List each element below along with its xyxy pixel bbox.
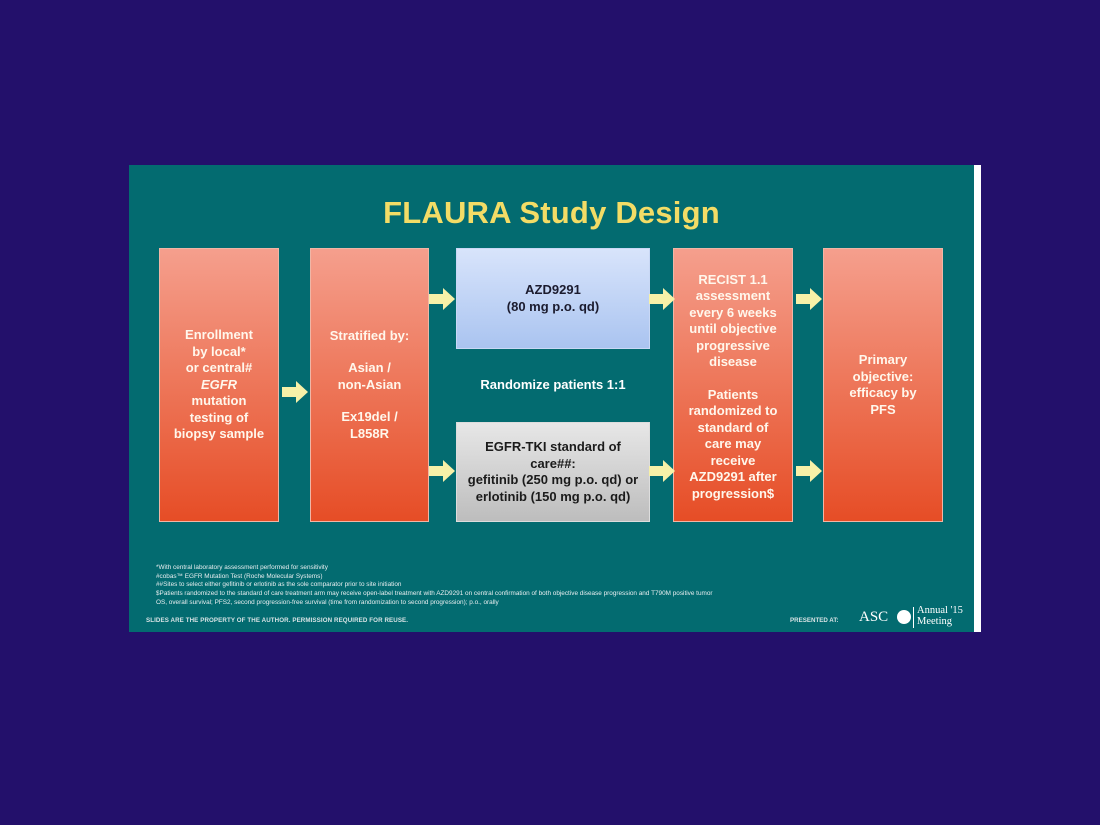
footnotes: *With central laboratory assessment perf… <box>156 564 713 608</box>
arrow-right-icon <box>429 460 455 482</box>
box-line: Primary <box>858 352 908 367</box>
box-line: randomized to <box>688 403 778 419</box>
box-line: mutation <box>191 393 247 409</box>
footnote: ##Sites to select either gefitinib or er… <box>156 581 402 589</box>
box-line: Patients <box>707 386 759 402</box>
box-line: non-Asian <box>337 376 402 392</box>
arrow-right-icon <box>796 460 822 482</box>
box-line: RECIST 1.1 <box>698 271 768 287</box>
box-line: standard of <box>697 419 769 435</box>
box-line: every 6 weeks <box>689 304 777 320</box>
box-line: Enrollment <box>185 327 253 343</box>
box-line: receive <box>710 452 756 468</box>
slide-title: FLAURA Study Design <box>383 195 720 230</box>
box-line: objective: <box>852 368 914 384</box>
azd9291-box: AZD9291(80 mg p.o. qd) <box>456 248 650 349</box>
footnote: OS, overall survival; PFS2, second progr… <box>156 598 499 606</box>
randomize-label: Randomize patients 1:1 <box>480 377 626 392</box>
asco-logo-text: ASC <box>859 609 889 625</box>
slide-edge <box>974 165 981 632</box>
box-line: AZD9291 <box>525 282 581 297</box>
box-line: care may <box>704 436 762 452</box>
arrow-right-icon <box>429 288 455 310</box>
box-line: PFS <box>870 401 896 417</box>
box-line: erlotinib (150 mg p.o. qd) <box>475 488 631 504</box>
box-line: disease <box>709 354 757 370</box>
box-line: biopsy sample <box>173 426 265 442</box>
box-line: or central# <box>185 360 253 376</box>
box-line: EGFR-TKI standard of care##: <box>485 439 621 471</box>
footnote: #cobas™ EGFR Mutation Test (Roche Molecu… <box>156 572 323 580</box>
box-line: by local* <box>192 343 246 359</box>
arrow-right-icon <box>649 288 675 310</box>
arrow-right-icon <box>796 288 822 310</box>
annual-label: Annual '15 <box>917 605 963 616</box>
box-line: (80 mg p.o. qd) <box>506 298 600 314</box>
box-line: until objective <box>689 321 777 337</box>
asco-logo-icon <box>897 610 911 624</box>
property-notice: SLIDES ARE THE PROPERTY OF THE AUTHOR. P… <box>146 617 409 624</box>
box-line: progressive <box>696 337 770 353</box>
box-line: efficacy by <box>849 385 917 400</box>
presented-at-label: PRESENTED AT: <box>790 617 839 624</box>
box-line: progression$ <box>691 485 775 501</box>
box-line: EGFR <box>200 376 238 392</box>
box-line: assessment <box>695 288 771 304</box>
box-line: Ex19del / <box>341 409 398 425</box>
footnote: *With central laboratory assessment perf… <box>156 564 328 571</box>
box-line: Asian / <box>348 360 391 376</box>
logo-divider <box>913 607 914 628</box>
meeting-label: Meeting <box>917 615 952 627</box>
footnote: $Patients randomized to the standard of … <box>156 590 713 598</box>
arrow-right-icon <box>649 460 675 482</box>
box-line: testing of <box>189 409 249 425</box>
box-line: gefitinib (250 mg p.o. qd) or <box>467 472 639 487</box>
arrow-right-icon <box>282 381 308 403</box>
box-line: AZD9291 after <box>689 469 777 485</box>
egfr-tki-box: EGFR-TKI standard of care##:gefitinib (2… <box>456 422 650 522</box>
box-line: Stratified by: <box>329 327 410 343</box>
box-line: L858R <box>349 425 390 441</box>
